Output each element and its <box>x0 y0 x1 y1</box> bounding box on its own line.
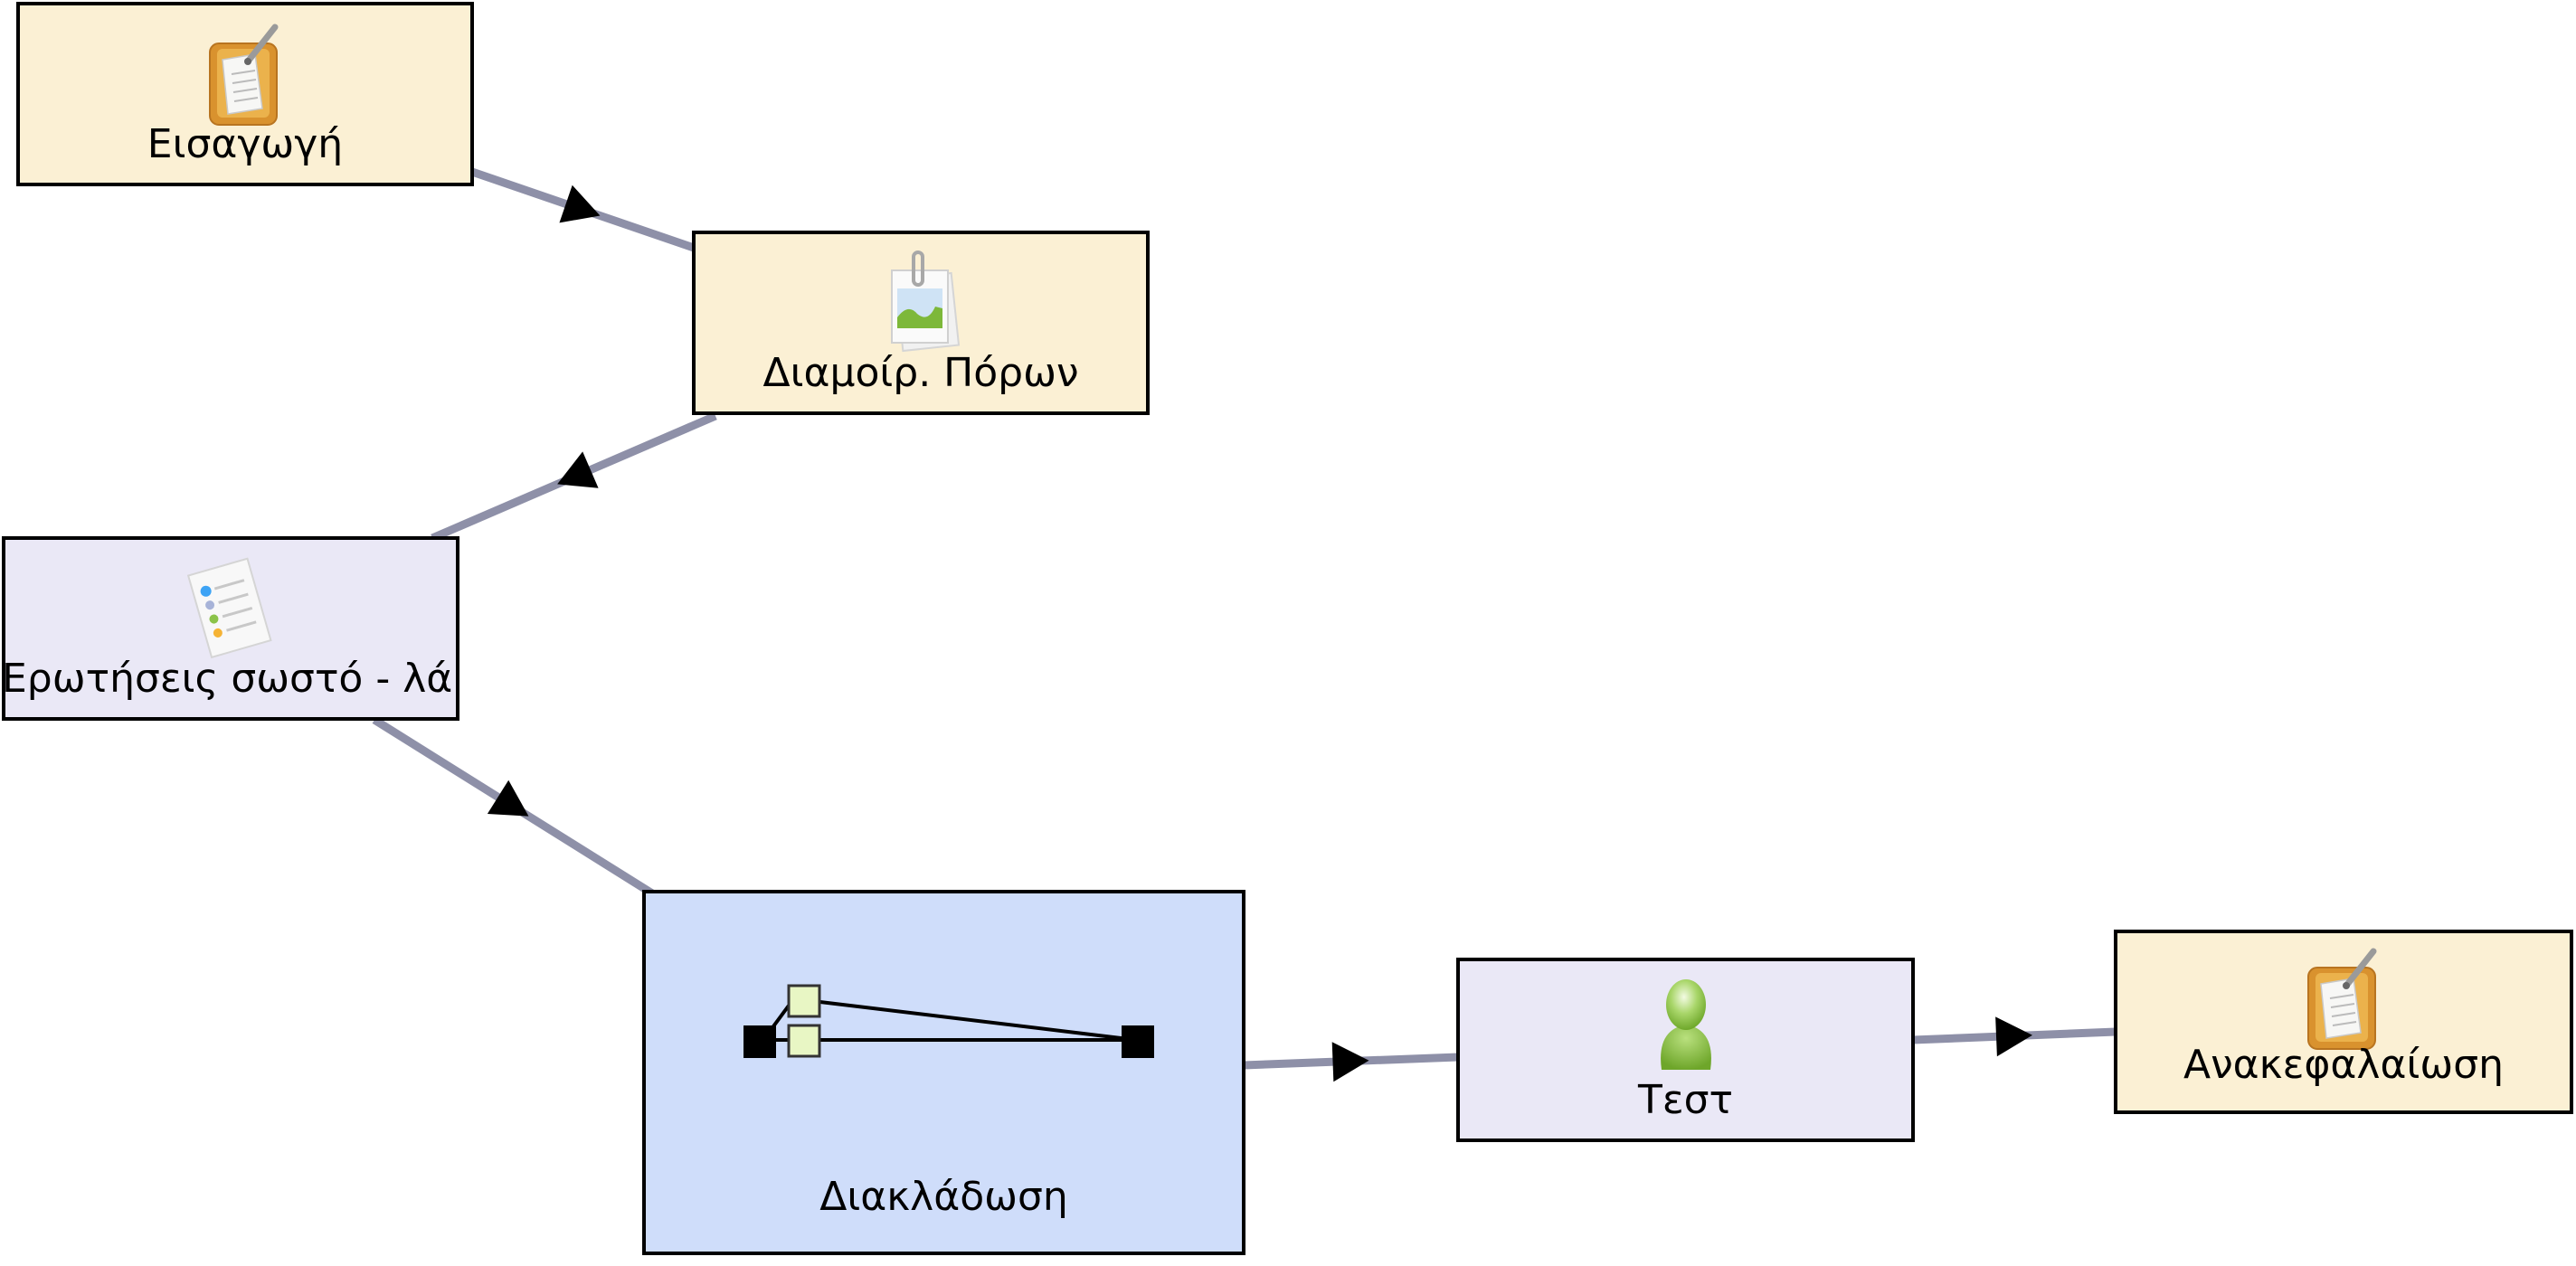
node-label: Διαμοίρ. Πόρων <box>762 350 1079 396</box>
notebook-pen-icon <box>2307 948 2377 1050</box>
image-pages-icon <box>891 250 961 353</box>
node-label: Ανακεφαλαίωση <box>2183 1042 2504 1088</box>
branching-icon <box>743 984 1154 1058</box>
node-true-false-questions[interactable]: Ερωτήσεις σωστό - λά <box>2 536 459 721</box>
node-summary[interactable]: Ανακεφαλαίωση <box>2114 930 2573 1114</box>
node-intro[interactable]: Εισαγωγή <box>16 2 474 186</box>
notebook-pen-icon <box>209 24 279 126</box>
user-icon <box>1660 979 1711 1070</box>
arrowhead-icon <box>1331 1042 1369 1082</box>
node-label: Εισαγωγή <box>147 121 344 167</box>
node-branching[interactable]: Διακλάδωση <box>642 890 1245 1255</box>
arrowhead-icon <box>557 451 599 488</box>
arrowhead-icon <box>559 184 601 223</box>
node-test[interactable]: Τεστ <box>1456 958 1915 1142</box>
checklist-icon <box>186 557 272 659</box>
node-label: Τεστ <box>1637 1077 1734 1123</box>
arrowhead-icon <box>1995 1016 2032 1057</box>
node-share-resources[interactable]: Διαμοίρ. Πόρων <box>692 231 1150 415</box>
node-label: Ερωτήσεις σωστό - λά <box>2 656 453 702</box>
node-label: Διακλάδωση <box>819 1174 1068 1220</box>
arrowhead-icon <box>487 779 529 817</box>
